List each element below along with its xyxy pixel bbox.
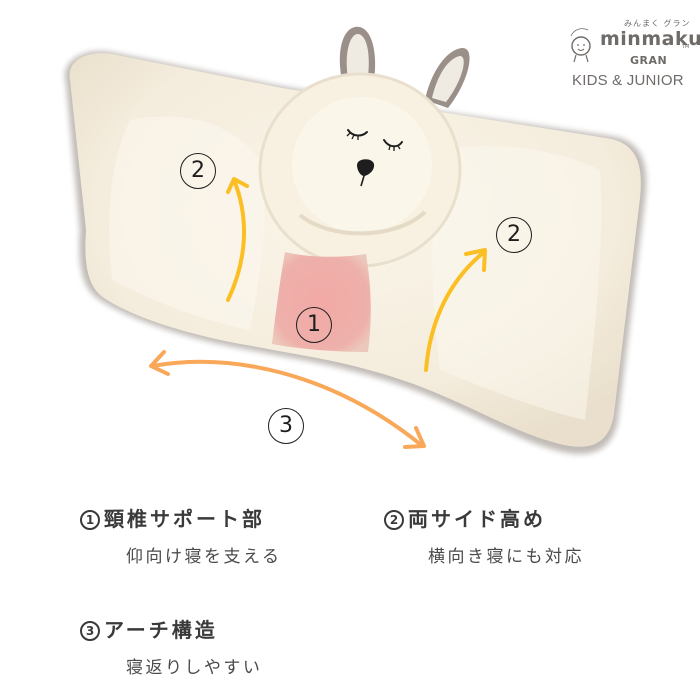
feature-title-text: 頸椎サポート部 — [104, 507, 265, 531]
feature-subtitle: 仰向け寝を支える — [126, 547, 282, 567]
feature-title-text: アーチ構造 — [104, 618, 218, 642]
feature-title-text: 両サイド高め — [408, 507, 546, 531]
marker-side-left: 2 — [180, 153, 216, 189]
arch-arrow — [149, 350, 426, 449]
marker-arch: 3 — [268, 408, 304, 444]
feature-subtitle: 寝返りしやすい — [126, 658, 263, 678]
logo-kana: みんまく グラン — [624, 19, 691, 28]
left-side-arrow — [226, 178, 247, 302]
logo-trademark: TM — [682, 44, 690, 50]
feature-number: 3 — [80, 621, 100, 641]
marker-neck-support: 1 — [296, 307, 332, 343]
brand-logo: みんまく グラン minmaku TM GRAN KIDS & JUNIOR — [566, 14, 700, 94]
right-side-arrow — [424, 250, 486, 372]
mascot-icon — [570, 28, 591, 63]
feature-number: 2 — [384, 510, 404, 530]
logo-gran: GRAN — [630, 54, 668, 67]
sleeping-face — [346, 129, 403, 187]
feature-subtitle: 横向き寝にも対応 — [428, 547, 584, 567]
logo-kids-junior: KIDS & JUNIOR — [572, 72, 684, 89]
logo-brand: minmaku — [600, 28, 700, 50]
right-ear — [425, 47, 470, 108]
marker-side-right: 2 — [496, 217, 532, 253]
feature-number: 1 — [80, 510, 100, 530]
